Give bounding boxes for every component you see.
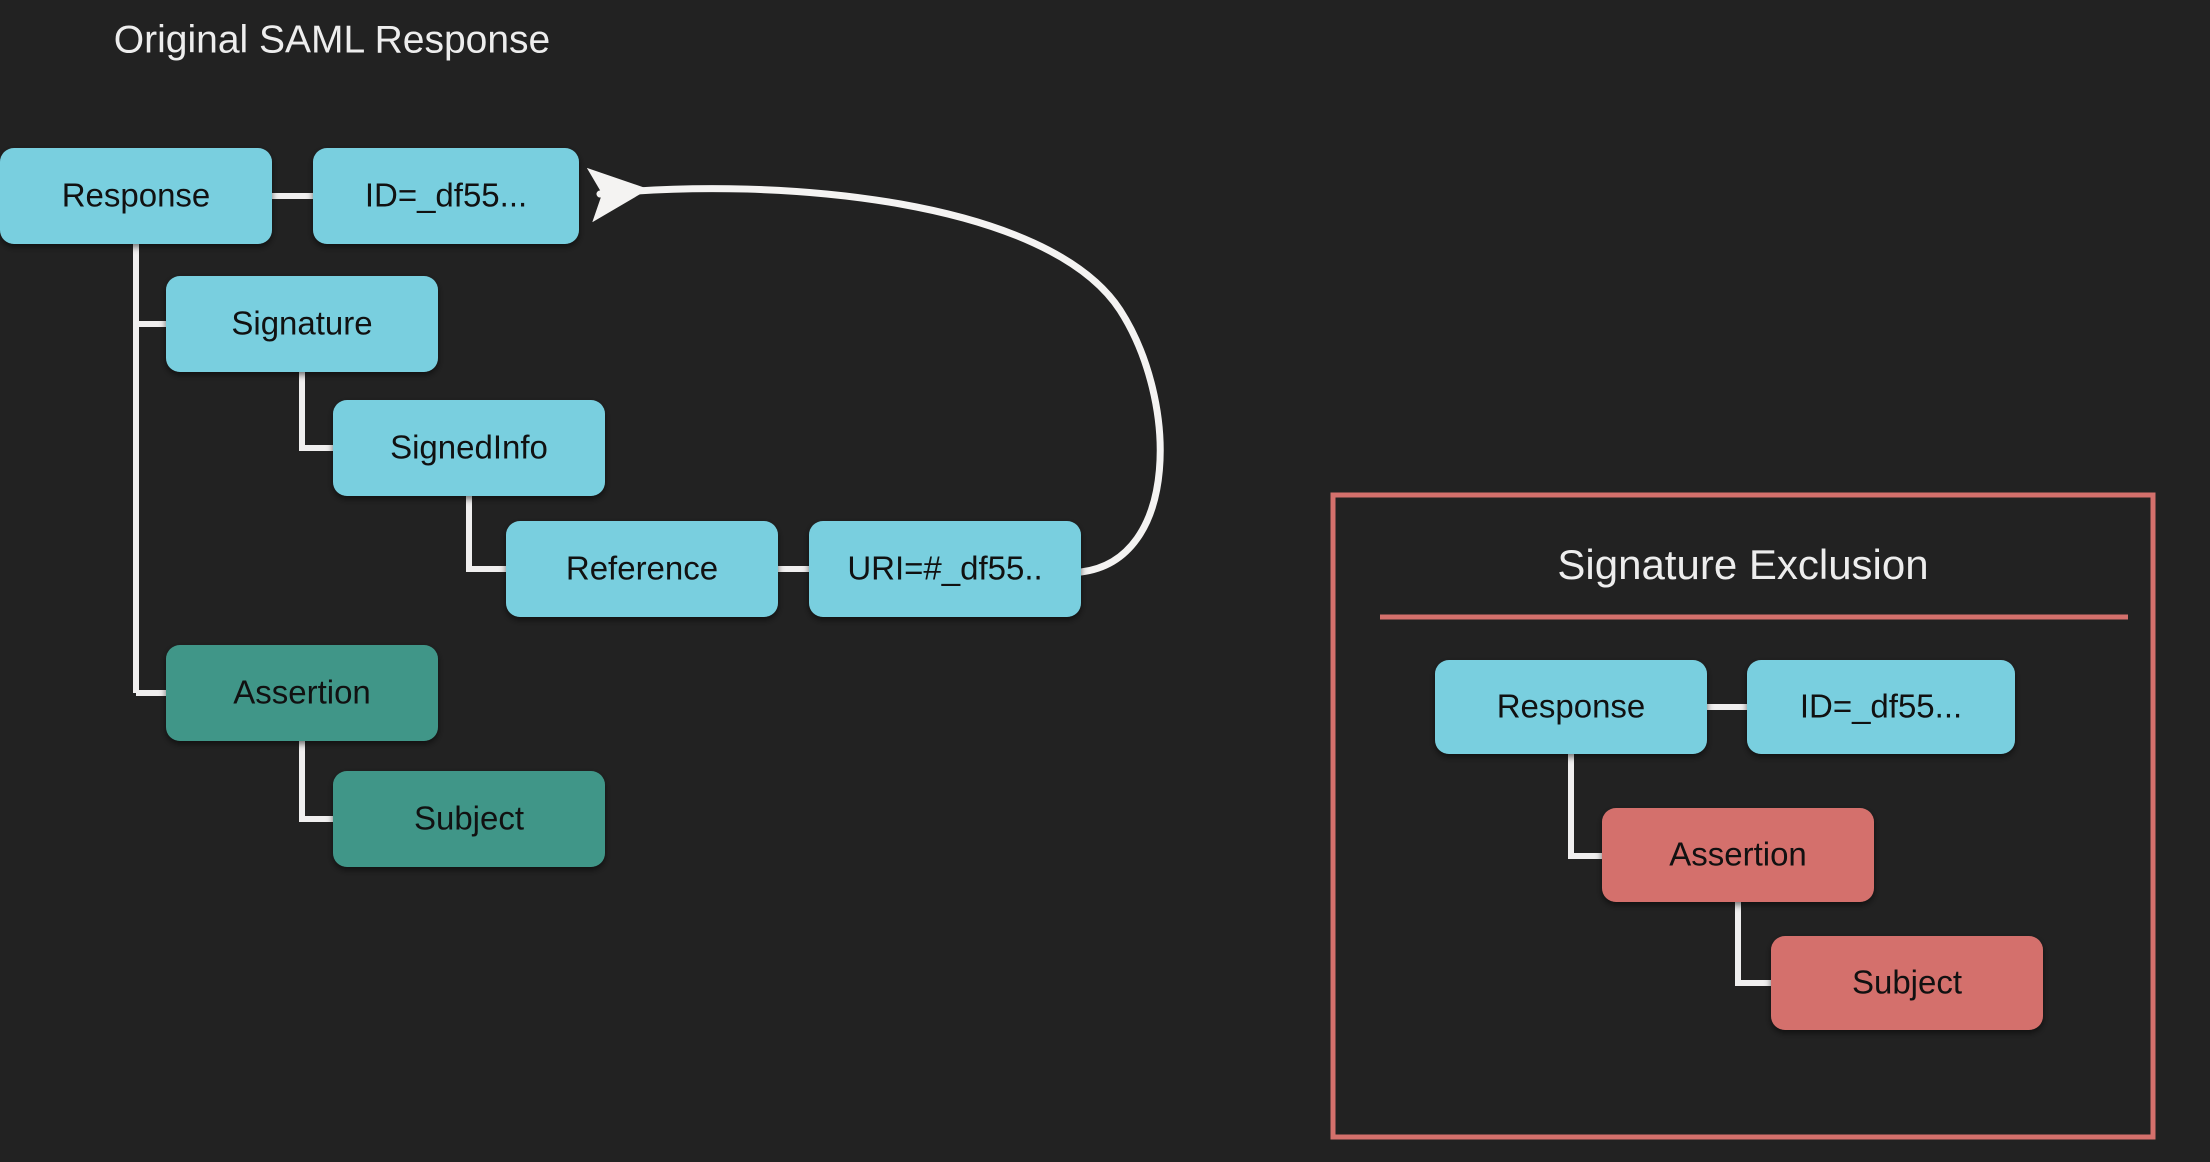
left-node-uri-attribute[interactable]: URI=#_df55.. (809, 521, 1081, 617)
edge-r-assertion-to-subject (1735, 902, 1771, 986)
edge-signedinfo-to-reference (466, 496, 506, 572)
left-node-subject[interactable]: Subject (333, 771, 605, 867)
right-edges (1568, 704, 1771, 986)
left-node-reference-label: Reference (566, 550, 718, 587)
left-node-signedinfo[interactable]: SignedInfo (333, 400, 605, 496)
edge-r-response-to-assertion (1568, 754, 1602, 859)
edge-assertion-to-subject (299, 741, 333, 822)
left-node-assertion-label: Assertion (233, 674, 371, 711)
left-node-reference[interactable]: Reference (506, 521, 778, 617)
left-edges (133, 193, 809, 822)
right-node-assertion[interactable]: Assertion (1602, 808, 1874, 902)
right-node-response[interactable]: Response (1435, 660, 1707, 754)
left-node-signedinfo-label: SignedInfo (390, 429, 548, 466)
left-node-assertion[interactable]: Assertion (166, 645, 438, 741)
right-node-id-attribute-label: ID=_df55... (1800, 688, 1962, 725)
left-node-signature[interactable]: Signature (166, 276, 438, 372)
left-node-id-attribute[interactable]: ID=_df55... (313, 148, 579, 244)
right-node-assertion-label: Assertion (1669, 836, 1807, 873)
left-node-uri-attribute-label: URI=#_df55.. (847, 550, 1042, 587)
edge-signature-to-signedinfo (299, 372, 333, 451)
left-node-subject-label: Subject (414, 800, 524, 837)
right-node-id-attribute[interactable]: ID=_df55... (1747, 660, 2015, 754)
signature-exclusion-panel-frame (1330, 492, 2156, 1140)
signature-exclusion-panel-title: Signature Exclusion (1557, 541, 1928, 588)
right-node-response-label: Response (1497, 688, 1646, 725)
left-node-signature-label: Signature (231, 305, 372, 342)
right-node-subject[interactable]: Subject (1771, 936, 2043, 1030)
left-node-response[interactable]: Response (0, 148, 272, 244)
uri-to-id-reference-arrow (586, 167, 1164, 576)
right-node-subject-label: Subject (1852, 964, 1962, 1001)
left-diagram-title: Original SAML Response (114, 18, 550, 61)
left-node-id-attribute-label: ID=_df55... (365, 177, 527, 214)
left-node-response-label: Response (62, 177, 211, 214)
